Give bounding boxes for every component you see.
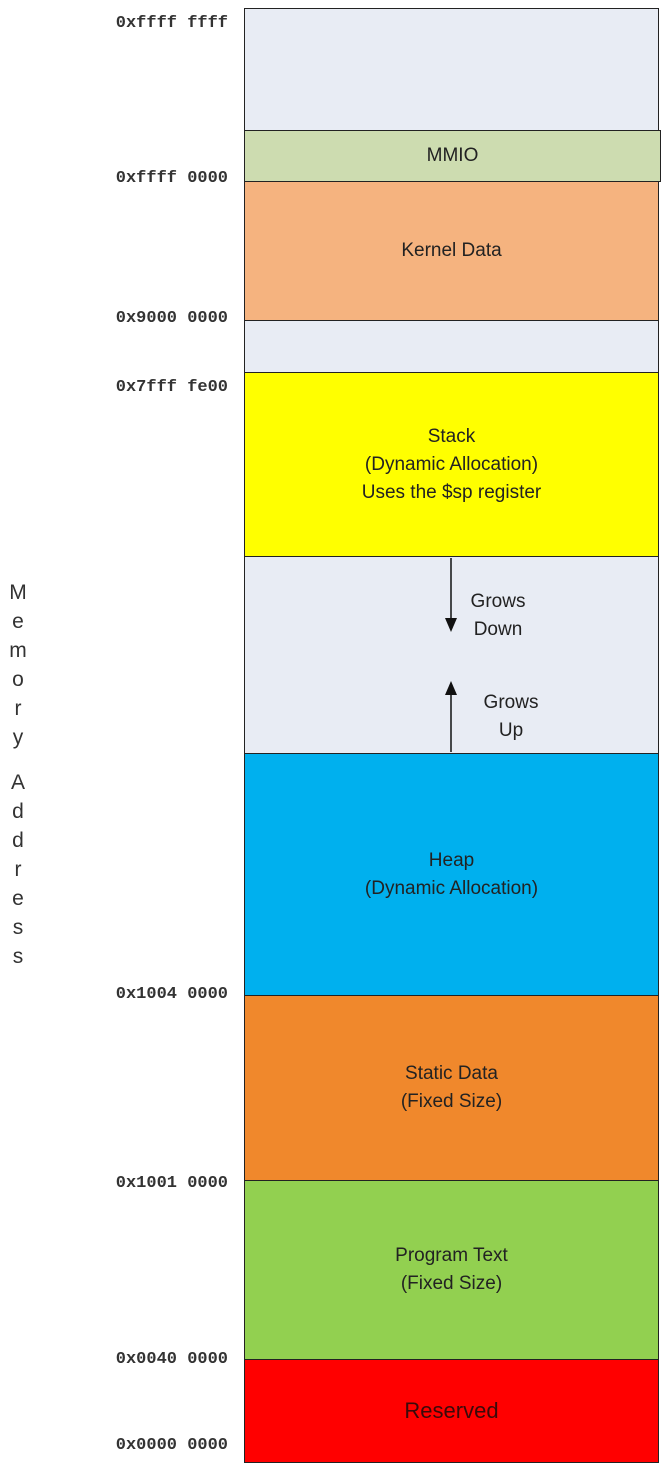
axis-letter: s [12, 945, 24, 968]
address-label-heap-base: 0x1004 0000 [115, 985, 228, 1004]
program-text-region: Program Text (Fixed Size) [244, 1180, 659, 1360]
address-label-static-base: 0x1001 0000 [115, 1174, 228, 1193]
axis-letter: d [12, 829, 24, 852]
address-label-top: 0xffff ffff [115, 14, 228, 33]
mmio-label: MMIO [426, 145, 479, 166]
axis-letter: e [12, 610, 24, 633]
free-region-kernel-gap [244, 320, 659, 373]
address-label-kernel-base: 0x9000 0000 [115, 309, 228, 328]
kernel-data-label: Kernel Data [401, 240, 502, 261]
stack-label: Stack (Dynamic Allocation) Uses the $sp … [361, 425, 542, 503]
static-data-label: Static Data (Fixed Size) [400, 1063, 503, 1112]
grows-up-label: Grows Up [483, 692, 539, 741]
axis-letter: r [14, 858, 22, 881]
axis-letter: r [14, 697, 22, 720]
address-label-mmio-base: 0xffff 0000 [115, 169, 228, 188]
free-region-growth [244, 556, 659, 754]
address-label-bottom: 0x0000 0000 [115, 1436, 228, 1455]
address-label-text-base: 0x0040 0000 [115, 1350, 228, 1369]
static-data-region: Static Data (Fixed Size) [244, 995, 659, 1181]
axis-letter: A [10, 771, 25, 794]
heap-label: Heap (Dynamic Allocation) [364, 849, 539, 899]
axis-letter: d [12, 800, 24, 823]
free-region-top [244, 8, 659, 131]
heap-region: Heap (Dynamic Allocation) [244, 753, 659, 996]
axis-letter: M [9, 581, 27, 604]
grows-down-label: Grows Down [470, 591, 526, 640]
program-text-label: Program Text (Fixed Size) [395, 1245, 508, 1294]
axis-letter: s [12, 916, 24, 939]
axis-letter: m [9, 639, 27, 662]
kernel-data-region: Kernel Data [244, 181, 659, 321]
address-label-stack-top: 0x7fff fe00 [115, 378, 228, 397]
axis-letter: e [12, 887, 24, 910]
stack-region: Stack (Dynamic Allocation) Uses the $sp … [244, 372, 659, 557]
axis-letter: y [12, 726, 24, 749]
reserved-label: Reserved [404, 1398, 499, 1423]
axis-letter: o [12, 668, 24, 691]
memory-address-axis-label: M e m o r y A d d r e s s [4, 578, 32, 971]
reserved-region: Reserved [244, 1359, 659, 1463]
mmio-region: MMIO [244, 130, 661, 182]
